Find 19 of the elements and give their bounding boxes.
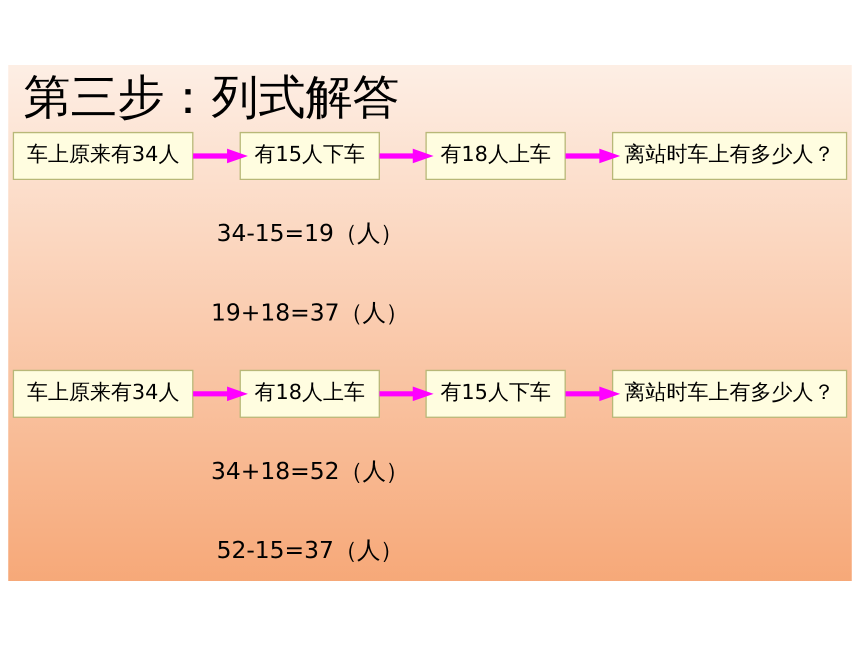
- node-box: 有15人下车: [240, 131, 380, 180]
- node-box: 车上原来有34人: [12, 369, 194, 418]
- arrow: [379, 148, 434, 163]
- arrow: [379, 386, 434, 401]
- arrow: [566, 148, 620, 163]
- diagram-title: 第三步：列式解答: [24, 70, 400, 124]
- label: 19+18=37（人）: [211, 298, 408, 326]
- node-box: 离站时车上有多少人？: [612, 131, 848, 180]
- node-box: 有15人下车: [425, 369, 566, 418]
- arrow: [193, 148, 248, 163]
- label: 34+18=52（人）: [211, 456, 408, 484]
- arrow: [566, 386, 620, 401]
- node-box: 有18人上车: [425, 131, 566, 180]
- arrow: [193, 386, 248, 401]
- node-box: 有18人上车: [240, 369, 380, 418]
- node-box: 离站时车上有多少人？: [612, 369, 848, 418]
- label: 34-15=19（人）: [216, 218, 403, 246]
- label: 52-15=37（人）: [216, 536, 403, 564]
- node-box: 车上原来有34人: [12, 131, 194, 180]
